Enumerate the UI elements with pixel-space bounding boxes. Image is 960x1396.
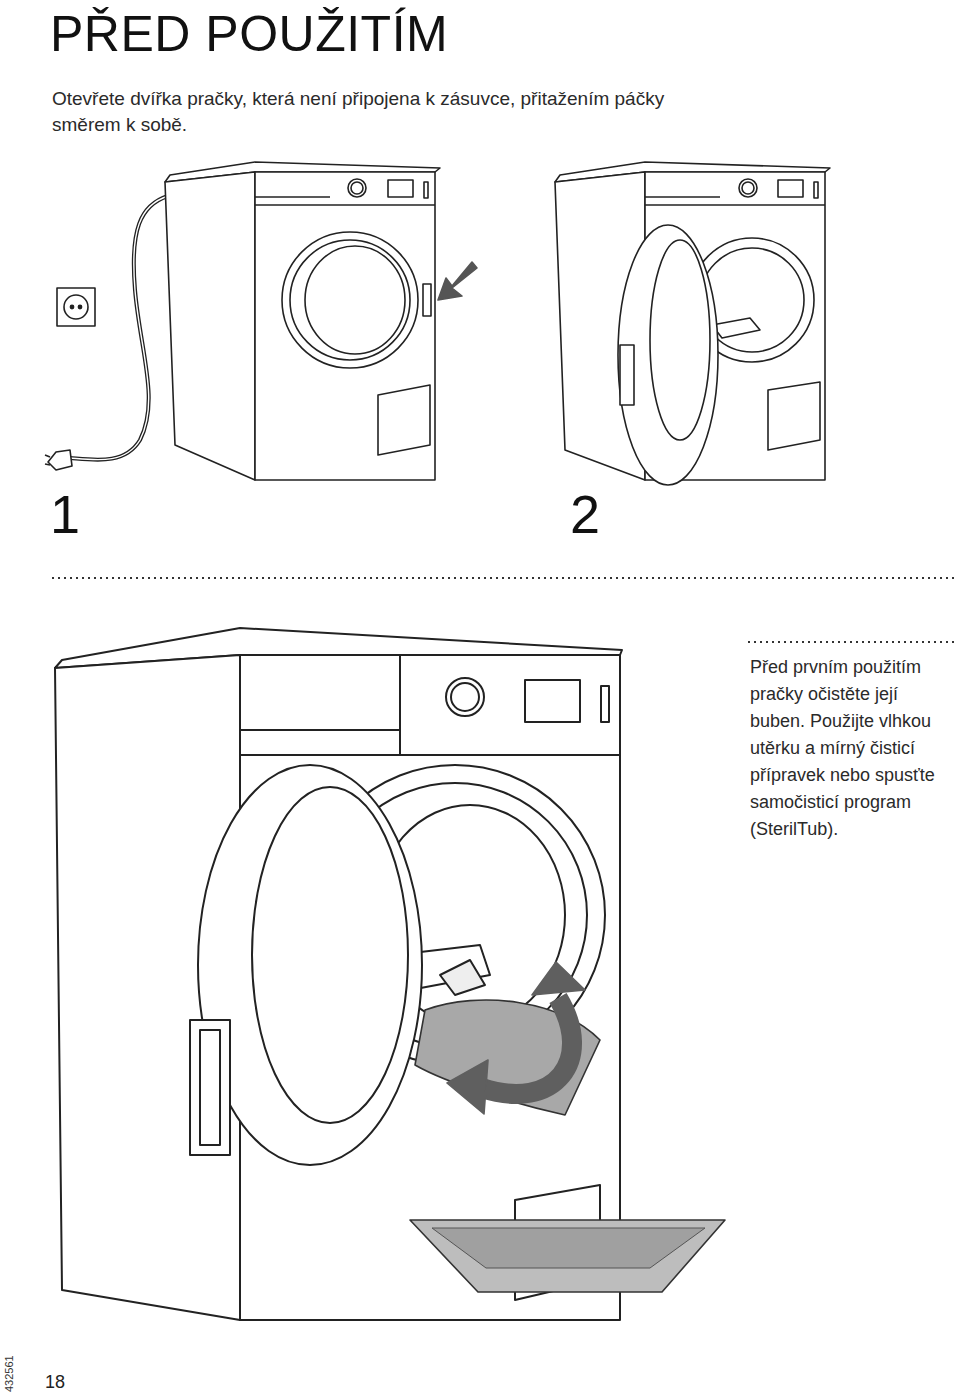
power-cord [45, 196, 168, 470]
washing-machine-open [814, 182, 818, 198]
drip-tray [410, 1220, 725, 1292]
wall-socket [70, 305, 73, 308]
separator [52, 577, 958, 579]
washing-machine-large [399, 655, 401, 755]
wall-socket [57, 288, 95, 326]
separator [748, 641, 958, 643]
washing-machine-large [190, 1020, 230, 1155]
washing-machine-large [601, 686, 609, 722]
washing-machine-open [712, 318, 760, 338]
wall-socket [57, 288, 95, 326]
note-text: Před prvním použitím pračky očistěte jej… [750, 654, 956, 843]
rotation-arrow [532, 962, 585, 995]
washing-machine-closed [388, 180, 413, 197]
document-code: 432561 [3, 1355, 16, 1392]
washing-machine-open [645, 196, 720, 198]
separator [52, 578, 958, 642]
washing-machine-closed [165, 172, 255, 480]
washing-machine-closed [348, 179, 366, 197]
washing-machine-closed [255, 196, 330, 198]
drip-tray [410, 1220, 725, 1292]
rotation-arrow [447, 962, 585, 1114]
callout-number: 2 [570, 484, 600, 544]
washing-machine-large [440, 960, 485, 995]
washing-machine-large [525, 680, 580, 722]
washing-machine-large [446, 678, 484, 716]
washing-machine-open [768, 382, 820, 450]
washing-machine-closed [255, 172, 435, 480]
washing-machine-closed [305, 246, 405, 354]
rotation-arrow [447, 1060, 488, 1114]
rotation-arrow [482, 998, 572, 1094]
callout-number: 1 [50, 484, 80, 544]
power-cord [45, 455, 50, 457]
washing-machine-closed [290, 240, 410, 360]
washing-machine-open [742, 182, 754, 194]
washing-machine-large [240, 729, 400, 731]
washing-machine-open [618, 225, 718, 485]
washing-machine-closed [424, 182, 428, 198]
page-title: PŘED POUŽITÍM [50, 4, 448, 64]
push-arrow [438, 262, 477, 300]
washing-machine-closed [255, 204, 435, 206]
washing-machine-large [252, 787, 408, 1123]
washing-machine-closed [165, 162, 440, 480]
washing-machine-large [451, 683, 479, 711]
push-arrow [438, 262, 477, 300]
washing-machine-open [620, 345, 634, 405]
washing-machine-large [200, 1030, 220, 1145]
power-cord [48, 450, 72, 470]
page-number: 18 [45, 1372, 65, 1392]
washing-machine-closed [282, 232, 418, 368]
power-cord [70, 196, 168, 460]
washing-machine-large [198, 765, 422, 1165]
wall-socket [64, 295, 88, 319]
washing-machine-large [240, 754, 620, 756]
washing-machine-closed [351, 182, 363, 194]
power-cord [70, 196, 168, 460]
washing-machine-open [778, 180, 803, 197]
power-cord [45, 464, 50, 465]
washing-machine-open [650, 240, 710, 440]
wall-socket [78, 305, 81, 308]
washing-machine-large [55, 628, 622, 1320]
washing-machine-closed [378, 385, 430, 455]
washing-machine-open [739, 179, 757, 197]
washing-machine-closed [423, 284, 431, 316]
drip-tray [432, 1228, 705, 1268]
washing-machine-open [645, 172, 825, 480]
instruction-text: Otevřete dvířka pračky, která není připo… [52, 86, 732, 138]
washing-machine-open [645, 204, 825, 206]
washing-machine-open [555, 162, 830, 485]
